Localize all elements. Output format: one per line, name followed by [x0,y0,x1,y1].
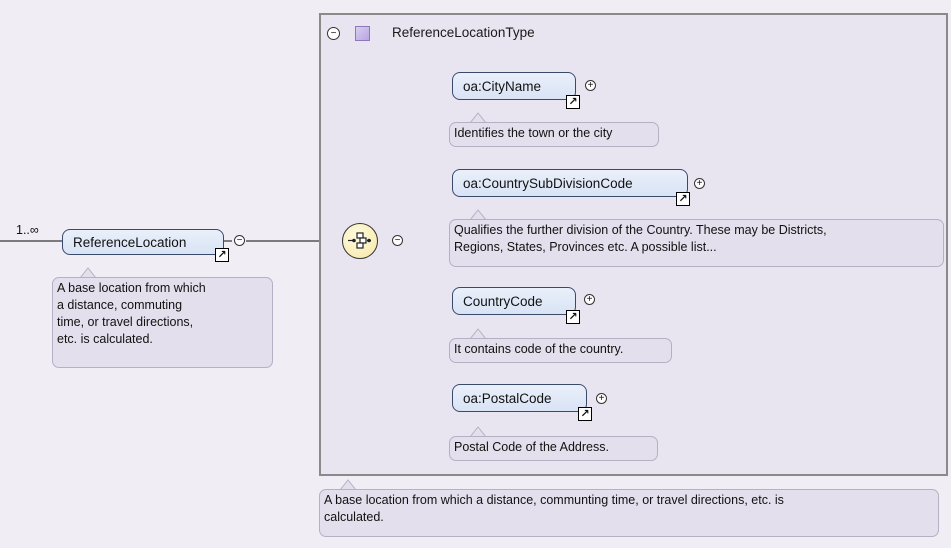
annotation-pointer [79,267,97,278]
reference-arrow-icon: ↗ [215,248,229,262]
child-element-node[interactable]: CountryCode ↗ [452,287,580,324]
reference-arrow-icon: ↗ [676,192,690,206]
multiplicity-label: 1..∞ [16,223,39,237]
type-annotation: A base location from which a distance, c… [319,489,939,537]
child-element-name: oa:CityName [463,78,542,94]
child-element-node[interactable]: oa:CountrySubDivisionCode ↗ [452,169,690,206]
annotation-pointer [469,426,487,437]
collapse-minus-icon[interactable]: − [234,235,245,246]
expand-plus-icon[interactable]: + [694,178,705,189]
child-element-node[interactable]: oa:PostalCode ↗ [452,384,592,421]
complex-type-icon [355,26,370,41]
child-annotation: Identifies the town or the city [449,122,659,147]
annotation-pointer [469,328,487,339]
child-element-name: oa:CountrySubDivisionCode [463,175,633,191]
collapse-minus-icon[interactable]: − [392,235,403,246]
collapse-minus-icon[interactable]: − [327,27,340,40]
child-annotation: Postal Code of the Address. [449,436,658,461]
child-element-name: oa:PostalCode [463,390,552,406]
sequence-compositor-icon[interactable] [342,223,378,259]
root-annotation: A base location from which a distance, c… [52,277,273,368]
child-element-node[interactable]: oa:CityName ↗ [452,72,580,109]
child-annotation: It contains code of the country. [449,338,672,363]
annotation-pointer [339,479,357,490]
annotation-pointer [469,209,487,220]
root-element-name: ReferenceLocation [73,234,187,250]
annotation-pointer [469,112,487,123]
type-title: ReferenceLocationType [392,25,535,40]
reference-arrow-icon: ↗ [566,95,580,109]
child-element-name: CountryCode [463,293,543,309]
root-element-node[interactable]: ReferenceLocation ↗ [62,229,229,262]
expand-plus-icon[interactable]: + [585,80,596,91]
child-annotation: Qualifies the further division of the Co… [449,219,944,267]
reference-arrow-icon: ↗ [578,407,592,421]
expand-plus-icon[interactable]: + [596,393,607,404]
reference-arrow-icon: ↗ [566,310,580,324]
expand-plus-icon[interactable]: + [584,294,595,305]
